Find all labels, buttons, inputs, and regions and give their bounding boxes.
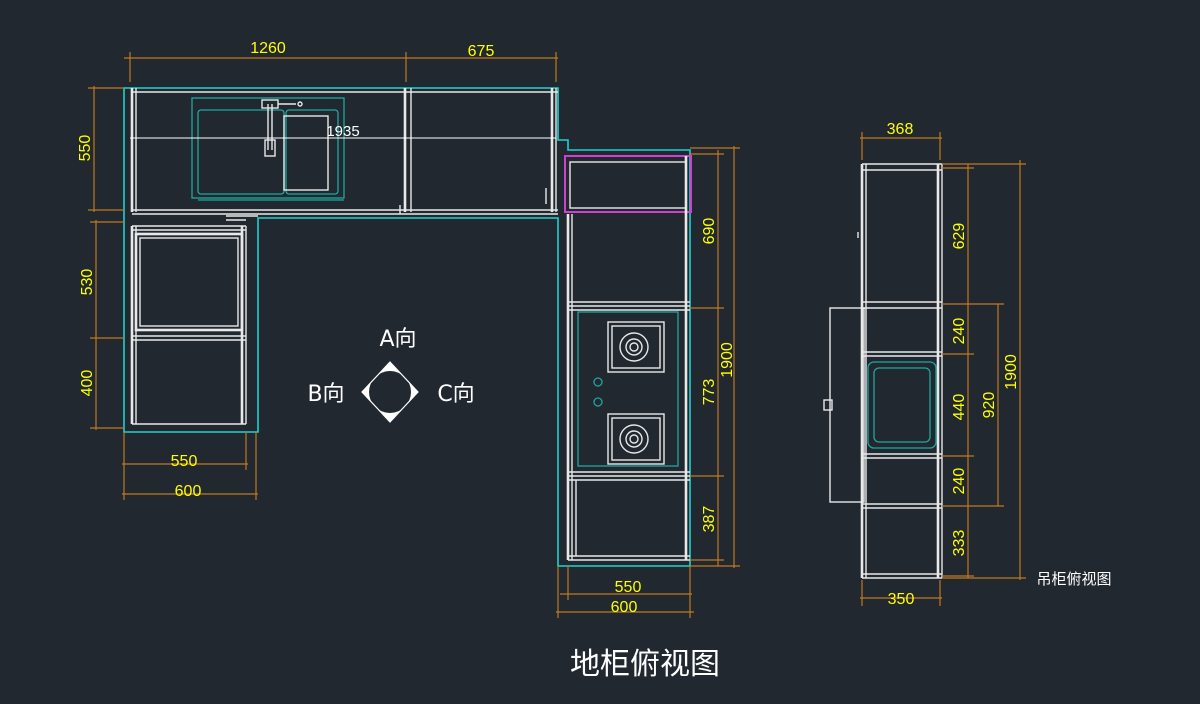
- base-cabinet-plan: A向 B向 C向: [123, 87, 692, 567]
- wall-cabinet-side-panel: [829, 307, 865, 503]
- dim-left-lower-height: 400: [79, 370, 96, 397]
- cooktop: [593, 321, 665, 465]
- dim-left-inner-width: 550: [171, 453, 198, 470]
- dim-wall-width-top: 368: [887, 121, 914, 138]
- wall-cabinet-title: 吊柜俯视图: [1036, 570, 1111, 588]
- dim-right-seg2: 773: [701, 379, 718, 406]
- dim-wall-seg1: 629: [951, 223, 968, 250]
- dim-wall-total: 1900: [1003, 354, 1020, 390]
- direction-symbol: [361, 361, 419, 423]
- dim-wall-seg4: 240: [951, 468, 968, 495]
- dim-wall-width-bottom: 350: [888, 591, 915, 608]
- left-run-cabinets: [130, 215, 258, 425]
- main-title: 地柜俯视图: [570, 647, 720, 682]
- dim-right-seg3: 387: [701, 506, 718, 533]
- direction-a-label: A向: [379, 327, 416, 352]
- dim-wall-seg5: 333: [951, 530, 968, 557]
- direction-c-label: C向: [437, 382, 474, 407]
- dim-wall-seg2: 240: [951, 318, 968, 345]
- sink: [191, 97, 345, 201]
- dim-wall-mid-total: 920: [981, 392, 998, 419]
- dim-right-outer-width: 600: [611, 599, 638, 616]
- dim-top-left-width: 1260: [250, 40, 286, 57]
- right-run-cabinets: [564, 155, 692, 561]
- base-dimensions: 1260 675 1935 550 530 400 550 600 690 77…: [77, 40, 740, 618]
- dim-wall-seg3: 440: [951, 394, 968, 421]
- dim-right-inner-width: 550: [615, 579, 642, 596]
- top-run-cabinets: [130, 88, 558, 215]
- dim-right-seg1: 690: [701, 218, 718, 245]
- wall-cabinet-plan: [823, 163, 943, 579]
- dim-left-outer-width: 600: [175, 483, 202, 500]
- highlighted-cabinet: [564, 155, 692, 213]
- dim-top-right-width: 675: [468, 43, 495, 60]
- dim-top-total-width: 1935: [326, 123, 359, 140]
- dim-top-depth: 550: [77, 135, 94, 162]
- direction-b-label: B向: [307, 382, 344, 407]
- dim-left-upper-height: 530: [79, 269, 96, 296]
- wall-dimensions: 368 350 629 240 440 240 333 920 1900: [860, 121, 1026, 608]
- range-hood: [867, 361, 937, 449]
- dim-right-total: 1900: [719, 342, 736, 378]
